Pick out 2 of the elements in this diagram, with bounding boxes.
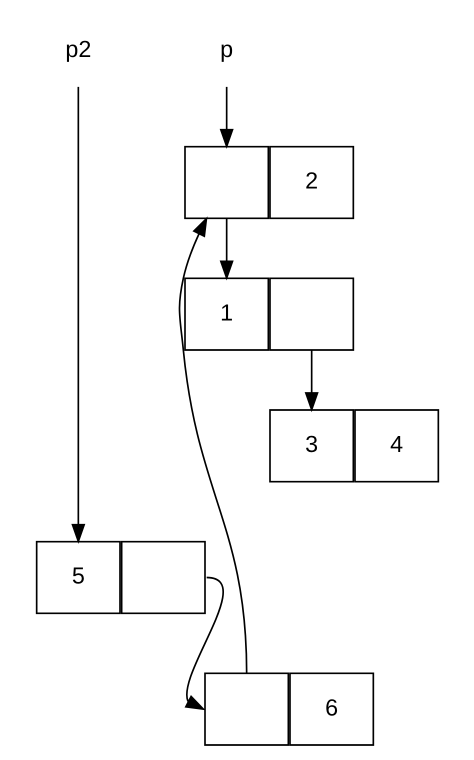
node-text: p	[220, 36, 233, 62]
node-text: p2	[64, 36, 91, 62]
